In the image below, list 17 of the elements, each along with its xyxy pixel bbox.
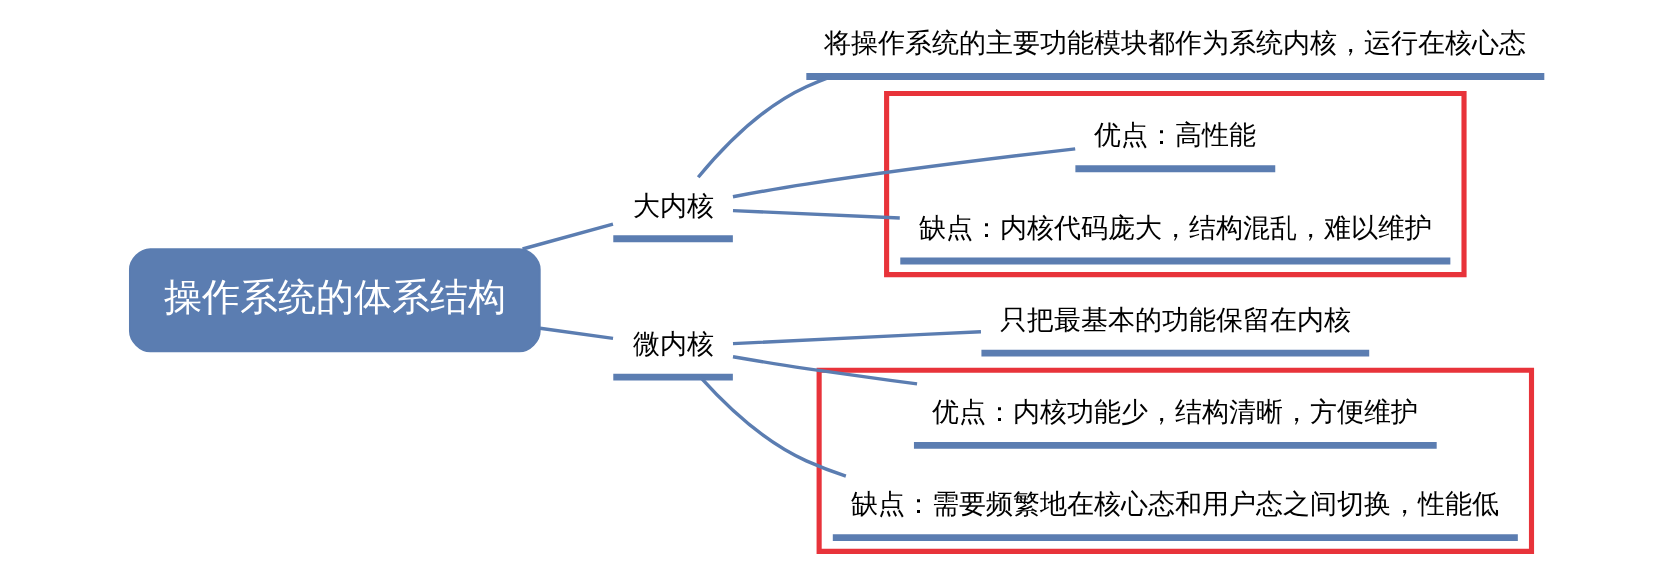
connector — [732, 330, 982, 346]
connector — [732, 355, 918, 386]
connector — [539, 326, 614, 341]
node-text: 优点：高性能 — [1094, 119, 1257, 151]
connector — [732, 208, 900, 220]
node-text: 微内核 — [632, 327, 714, 359]
node-text: 优点：内核功能少，结构清晰，方便维护 — [932, 396, 1419, 428]
node-text: 大内核 — [632, 189, 714, 221]
node-text: 缺点：需要频繁地在核心态和用户态之间切换，性能低 — [851, 488, 1500, 520]
cluster — [884, 91, 1467, 278]
node-box: 操作系统的体系结构 — [128, 248, 541, 353]
connector — [522, 222, 614, 251]
cluster — [816, 367, 1535, 554]
node-text: 缺点：内核代码庞大，结构混乱，难以维护 — [918, 211, 1432, 243]
connector — [732, 147, 1076, 199]
node-text: 将操作系统的主要功能模块都作为系统内核，运行在核心态 — [824, 27, 1527, 59]
node-text: 只把最基本的功能保留在内核 — [999, 303, 1351, 335]
